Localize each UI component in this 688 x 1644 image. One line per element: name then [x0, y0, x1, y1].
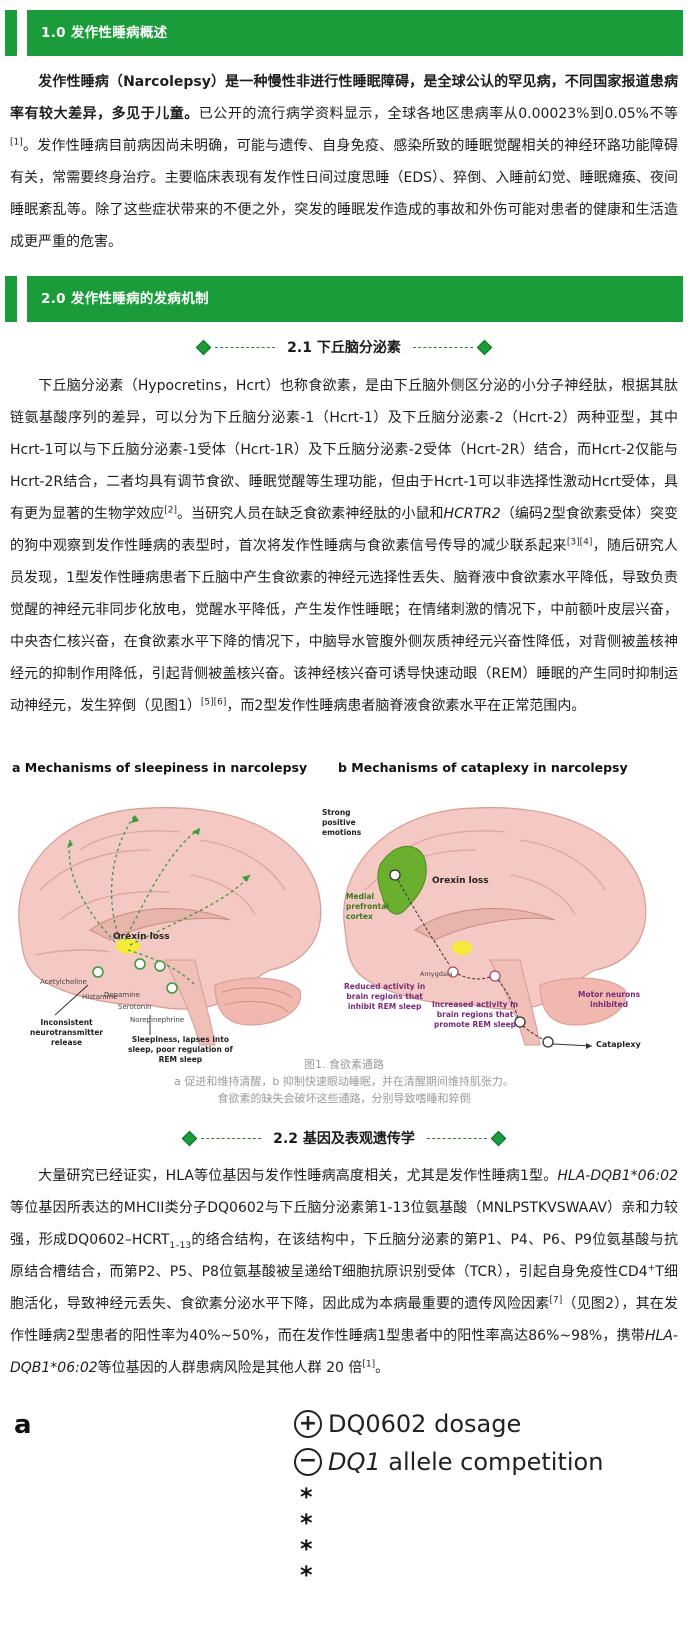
text-run: （编码2型食欲素受体）突变的狗中观察到发作性睡病的表型时，首次将发作性睡病与食欲…	[10, 506, 679, 554]
paragraph-genetics: 大量研究已经证实，HLA等位基因与发作性睡病高度相关，尤其是发作性睡病1型。HL…	[10, 1160, 678, 1384]
text-run: 。	[375, 1360, 390, 1376]
plus-circle-icon: +	[294, 1410, 322, 1438]
text-run: 等位基因所表达的MHCII类分子DQ0602与下丘脑分泌素第1-13位氨基酸（M…	[10, 1200, 678, 1248]
star-column: * * * *	[300, 1484, 313, 1588]
label-dopamine: Dopamine	[104, 991, 140, 999]
text-run: 。发作性睡病目前病因尚未明确，可能与遗传、自身免疫、感染所致的睡眠觉醒相关的神经…	[10, 138, 678, 250]
dashed-line	[201, 1137, 262, 1139]
subheading-title: 2.1 下丘脑分泌素	[287, 340, 401, 356]
star-icon: *	[300, 1509, 313, 1537]
brain-a-illustration	[18, 807, 322, 1046]
bold-intro: 发作性睡病（Narcolepsy）是一种慢性非进行性睡眠障碍，是全球公认的罕见病…	[10, 74, 678, 122]
label-acetylcholine: Acetylcholine	[40, 978, 87, 986]
star-icon: *	[300, 1561, 313, 1589]
subheading-2-2: 2.2 基因及表观遗传学	[0, 1128, 688, 1152]
section-title: 2.0 发作性睡病的发病机制	[41, 291, 209, 307]
diamond-icon	[181, 1130, 198, 1146]
figure-orexin-pathway: a Mechanisms of sleepiness in narcolepsy…	[0, 760, 688, 1064]
label-norepinephrine: Norepinephrine	[130, 1016, 185, 1024]
diamond-icon	[476, 339, 493, 355]
label-histamine: Histamine	[82, 993, 118, 1001]
text-run: 大量研究已经证实，HLA等位基因与发作性睡病高度相关，尤其是发作性睡病1型。	[38, 1168, 558, 1184]
legend-plus: + DQ0602 dosage	[294, 1410, 521, 1438]
section-header-1: 1.0 发作性睡病概述	[5, 10, 683, 56]
gene-name: HLA-DQB1*06:02	[557, 1168, 678, 1184]
paragraph-hypocretin: 下丘脑分泌素（Hypocretins，Hcrt）也称食欲素，是由下丘脑外侧区分泌…	[10, 370, 678, 722]
subscript: 1–13	[169, 1240, 192, 1251]
brain-diagram	[18, 807, 647, 1049]
minus-label: DQ1 allele competition	[328, 1448, 604, 1476]
star-icon: *	[300, 1483, 313, 1511]
header-accent-bar	[5, 10, 17, 56]
text-run: 等位基因的人群患病风险是其他人群 20 倍	[97, 1360, 363, 1376]
section-header-2: 2.0 发作性睡病的发病机制	[5, 276, 683, 322]
superscript: +	[647, 1263, 656, 1274]
figure-2-partial: a + DQ0602 dosage − DQ1 allele competiti…	[0, 1400, 688, 1644]
caption-line: 食欲素的缺失会破坏这些通路，分别导致嗜睡和猝倒	[217, 1092, 471, 1105]
text-run: 。当研究人员在缺乏食欲素神经肽的小鼠和	[177, 506, 444, 522]
paragraph-overview: 发作性睡病（Narcolepsy）是一种慢性非进行性睡眠障碍，是全球公认的罕见病…	[10, 66, 678, 258]
dashed-line	[215, 346, 276, 348]
text-run: ，而2型发作性睡病患者脑脊液食欲素水平在正常范围内。	[226, 698, 586, 714]
citation[interactable]: [3][4]	[566, 537, 593, 548]
citation[interactable]: [7]	[549, 1295, 563, 1306]
caption-line: a 促进和维持清醒，b 抑制快速眼动睡眠，并在清醒期间维持肌张力。	[174, 1075, 514, 1088]
section-title: 1.0 发作性睡病概述	[41, 25, 168, 41]
citation[interactable]: [1]	[362, 1359, 376, 1370]
legend-minus: − DQ1 allele competition	[294, 1448, 603, 1476]
subheading-2-1: 2.1 下丘脑分泌素	[0, 337, 688, 361]
label-orexin-loss-b: Orexin loss	[432, 876, 489, 886]
gene-name: HLA-DQB1*06:02	[10, 1328, 678, 1376]
label-orexin-loss-a: Orexin loss	[113, 932, 170, 942]
label-cataplexy: Cataplexy	[596, 1040, 641, 1049]
dashed-line	[412, 346, 473, 348]
panel-a-title: a Mechanisms of sleepiness in narcolepsy	[12, 760, 308, 775]
plus-label: DQ0602 dosage	[328, 1410, 522, 1438]
citation[interactable]: [1]	[10, 137, 23, 148]
header-bar	[27, 10, 683, 56]
text-run: （见图2），其在发作性睡病2型患者的阳性率为40%~50%，而在发作性睡病1型患…	[10, 1296, 678, 1344]
header-bar	[27, 276, 683, 322]
brain-b-illustration	[343, 807, 647, 1049]
diamond-icon	[490, 1130, 507, 1146]
header-accent-bar	[5, 276, 17, 322]
text-run: 下丘脑分泌素（Hypocretins，Hcrt）也称食欲素，是由下丘脑外侧区分泌…	[10, 378, 678, 522]
minus-circle-icon: −	[294, 1448, 322, 1476]
panel-b-title: b Mechanisms of cataplexy in narcolepsy	[338, 760, 628, 775]
figure-1-caption: 图1. 食欲素通路 a 促进和维持清醒，b 抑制快速眼动睡眠，并在清醒期间维持肌…	[0, 1056, 688, 1107]
panel-a-label: a	[14, 1410, 32, 1440]
caption-line: 图1. 食欲素通路	[304, 1058, 384, 1071]
dashed-line	[426, 1137, 487, 1139]
citation[interactable]: [5][6]	[200, 697, 227, 708]
text-run: 已公开的流行病学资料显示，全球各地区患病率从0.00023%到0.05%不等	[198, 106, 679, 122]
label-serotonin: Serotonin	[118, 1003, 152, 1011]
text-run: 的络合结构，在该结构中，下丘脑分泌素的第P1、P4、P6、P9位氨基酸与抗原结合…	[10, 1232, 678, 1280]
text-run: T细胞活化，导致神经元丢失、食欲素分泌水平下降，因此成为本病最重要的遗传风险因素	[10, 1264, 678, 1312]
citation[interactable]: [2]	[164, 505, 178, 516]
label-amygdala: Amygdala	[420, 970, 453, 978]
star-icon: *	[300, 1535, 313, 1563]
gene-name: HCRTR2	[443, 506, 501, 522]
diamond-icon	[195, 339, 212, 355]
text-run: ，随后研究人员发现，1型发作性睡病患者下丘脑中产生食欲素的神经元选择性丢失、脑脊…	[10, 538, 679, 714]
subheading-title: 2.2 基因及表观遗传学	[273, 1131, 415, 1147]
